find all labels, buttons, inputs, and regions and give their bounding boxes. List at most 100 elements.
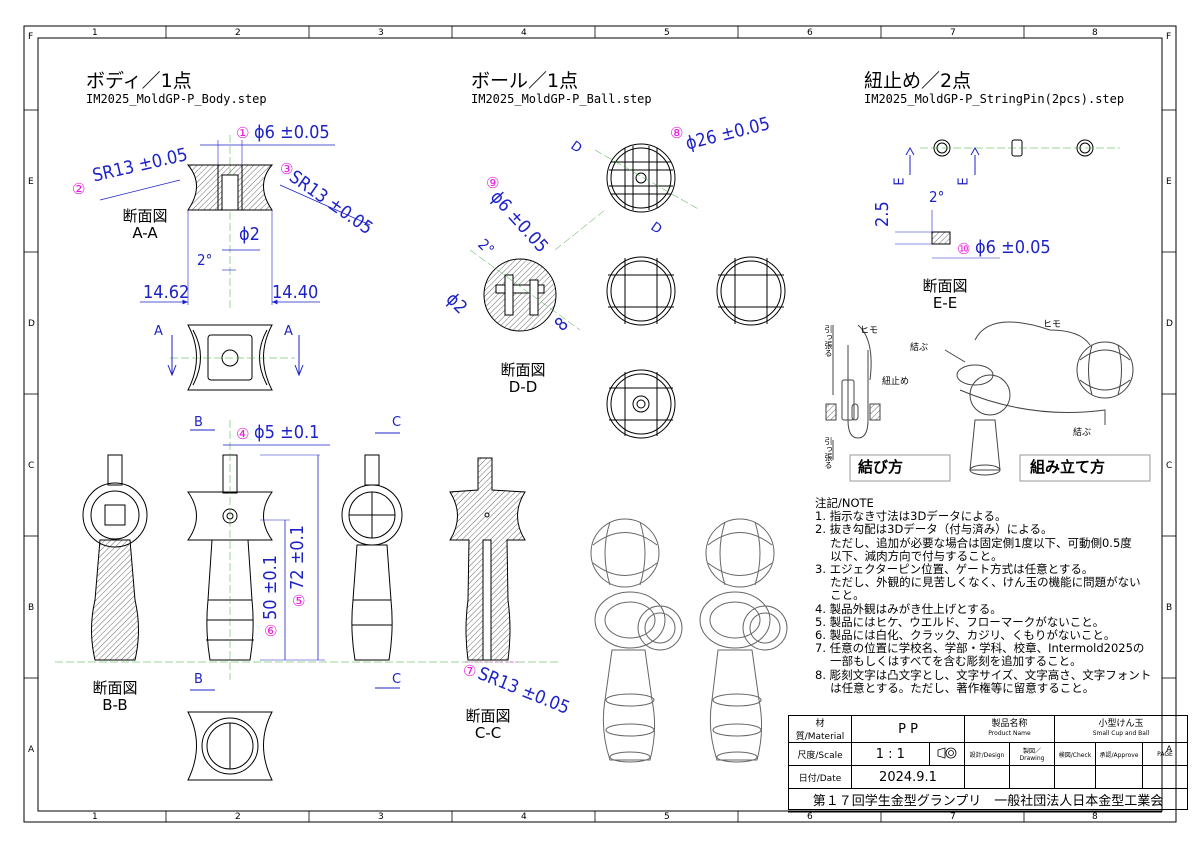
inner-border (37, 37, 1163, 812)
dim-mark-3: ③ (280, 160, 294, 178)
notes-block: 注記/NOTE 1. 指示なき寸法は3Dデータによる。 2. 抜き勾配は3Dデー… (815, 496, 1160, 695)
col-label: 2 (235, 28, 241, 38)
row-label: F (1166, 32, 1172, 42)
dim-mark-1: ① (236, 124, 250, 142)
note-line: 1. 指示なき寸法は3Dデータによる。 (815, 509, 1007, 524)
drawing-label: 製図／Drawing (1009, 742, 1055, 766)
date-label: 日付/Date (788, 765, 852, 789)
material-value: P P (851, 715, 965, 743)
assembly-caption-assemble: 組み立て方 (1030, 458, 1106, 476)
body-top-view (167, 324, 304, 391)
page-label: PAGE (1142, 742, 1188, 766)
dim-10: ϕ6 ±0.05 (975, 237, 1051, 258)
pin-views (895, 139, 1120, 259)
marker-e-right: E (956, 177, 972, 186)
ball-title: ボール／1点 (471, 70, 579, 92)
outer-border (23, 25, 1177, 823)
dim-1: ϕ6 ±0.05 (254, 122, 330, 143)
check-label: 検図/Check (1054, 742, 1096, 766)
section-label-ee: 断面図 E-E (922, 277, 968, 312)
row-label: D (1166, 319, 1173, 329)
approve-label: 承認/Approve (1095, 742, 1143, 766)
dim-5: 72 ±0.1 (287, 524, 308, 590)
col-label: 5 (664, 28, 670, 38)
section-label-cc: 断面図 C-C (465, 707, 511, 742)
assembly-caption-tie: 結び方 (858, 458, 904, 476)
assembly-pull-2: 引っ張る (824, 437, 833, 469)
marker-e-left: E (892, 177, 908, 186)
dim-mark-8: ⑧ (670, 124, 684, 142)
assembly-musubu-2: 結ぶ (1073, 428, 1092, 438)
col-label: 6 (807, 28, 813, 38)
dim-mark-10: ⑩ (957, 240, 971, 258)
col-label: 4 (521, 812, 527, 822)
body-side-view-left (82, 454, 148, 661)
marker-c-top: C (392, 415, 402, 430)
section-label-bb: 断面図 B-B (92, 679, 138, 714)
marker-b-top: B (194, 415, 203, 430)
col-label: 3 (378, 28, 384, 38)
note-line: 2. 抜き勾配は3Dデータ（付与済み）による。 (815, 522, 1053, 537)
body-title: ボディ／1点 (86, 70, 192, 92)
design-label: 設計/Design (964, 742, 1010, 766)
col-label: 5 (664, 812, 670, 822)
col-label: 4 (521, 28, 527, 38)
product-label-en: Product Name (988, 730, 1031, 737)
section-label-aa: 断面図 A-A (122, 207, 168, 242)
marker-b-bottom: B (194, 672, 203, 687)
col-label: 8 (1092, 812, 1098, 822)
title-block: 材質/Material P P 製品名称 Product Name 小型けん玉 … (788, 715, 1188, 810)
section-label-dd: 断面図 D-D (500, 361, 546, 396)
note-line: こと。 (815, 588, 865, 603)
dim-mark-6: ⑥ (264, 622, 278, 640)
note-line: 5. 製品にはヒケ、ウエルド、フローマークがないこと。 (815, 614, 1105, 629)
body-bottom-view (187, 711, 273, 781)
marker-c-bottom: C (392, 672, 402, 687)
dim-mark-9: ⑨ (486, 174, 500, 192)
ball-file: IM2025_MoldGP-P_Ball.step (471, 92, 652, 106)
dim-6: 50 ±0.1 (260, 554, 281, 620)
marker-a-left: A (154, 324, 163, 339)
row-label: E (1166, 177, 1172, 187)
body-file: IM2025_MoldGP-P_Body.step (86, 92, 267, 106)
col-label: 7 (950, 812, 956, 822)
note-line: 3. エジェクターピン位置、ゲート方式は任意とする。 (815, 562, 1094, 577)
col-label: 1 (92, 812, 98, 822)
dim-4: ϕ5 ±0.1 (254, 422, 320, 443)
row-label: E (28, 177, 34, 187)
dim-deg-pin: 2° (929, 188, 945, 206)
scale-label: 尺度/Scale (788, 742, 852, 766)
dim-width-right: 14.40 (272, 282, 319, 303)
scale-value: 1 : 1 (851, 742, 930, 766)
footer-organization: 第１７回学生金型グランプリ 一般社団法人日本金型工業会 (788, 788, 1188, 810)
col-label: 6 (807, 812, 813, 822)
row-label: B (1166, 603, 1173, 613)
note-line: 7. 任意の位置に学校名、学部・学科、校章、Intermold2025の (815, 641, 1145, 656)
assembly-himo-1: ヒモ (860, 326, 879, 336)
product-name: 小型けん玉 (1098, 719, 1144, 729)
col-label: 7 (950, 28, 956, 38)
col-label: 1 (92, 28, 98, 38)
note-line: 4. 製品外観はみがき仕上げとする。 (815, 601, 1002, 616)
material-label: 材質/Material (788, 715, 852, 743)
product-cell: 小型けん玉 Small Cup and Ball (1054, 715, 1188, 743)
row-label: A (28, 745, 35, 755)
dim-deg-body: 2° (197, 251, 213, 269)
iso-render-1 (590, 518, 683, 763)
note-line: ただし、外観的に見苦しくなく、けん玉の機能に問題がない (815, 575, 1141, 590)
assembly-himo-2: ヒモ (1043, 320, 1062, 330)
note-line: は任意とする。ただし、著作権等に留意すること。 (815, 680, 1095, 695)
iso-render-2 (699, 518, 788, 763)
assembly-himotome: 紐止め (882, 377, 910, 387)
body-cc-section (449, 457, 526, 663)
product-name-en: Small Cup and Ball (1092, 730, 1150, 737)
col-label: 2 (235, 812, 241, 822)
note-line: 一部もしくはすべてを含む彫刻を追加すること。 (815, 654, 1082, 669)
note-line: ただし、追加が必要な場合は固定側1度以下、可動側0.5度 (815, 535, 1132, 550)
col-label: 8 (1092, 28, 1098, 38)
pin-title: 紐止め／2点 (864, 70, 972, 92)
body-section-aa (99, 135, 371, 310)
note-line: 注記/NOTE (815, 496, 874, 510)
